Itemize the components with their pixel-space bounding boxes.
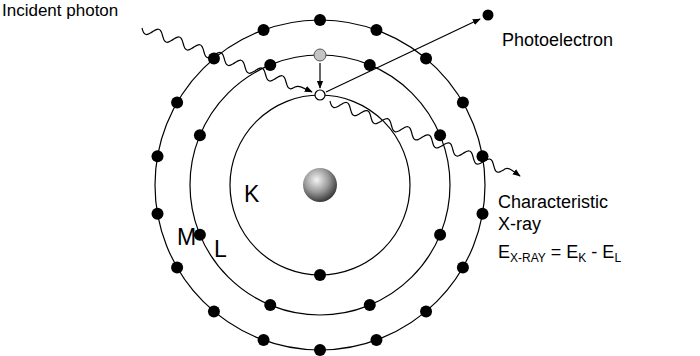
electron	[434, 229, 446, 241]
equation-term: - E	[591, 242, 614, 262]
vacancy	[315, 90, 325, 100]
l-shell	[190, 55, 450, 315]
x-ray-wave	[330, 101, 520, 176]
electron	[152, 150, 164, 162]
transition-arrow	[319, 63, 320, 88]
k-shell	[230, 95, 410, 275]
nucleus	[303, 168, 337, 202]
electron	[264, 299, 276, 311]
electron	[194, 129, 206, 141]
photoelectron-label: Photoelectron	[502, 30, 613, 52]
electron	[171, 97, 183, 109]
electron	[457, 97, 469, 109]
electron	[264, 59, 276, 71]
electron	[476, 150, 488, 162]
shell-label: K	[244, 181, 259, 209]
electron	[314, 269, 326, 281]
electron	[208, 53, 220, 65]
transition-electron	[314, 49, 326, 61]
electron	[457, 262, 469, 274]
photoelectron-dot	[483, 10, 494, 21]
electron	[258, 24, 270, 36]
electron	[171, 262, 183, 274]
electron	[370, 334, 382, 346]
electron	[434, 129, 446, 141]
electron	[314, 14, 326, 26]
electron	[476, 208, 488, 220]
equation-subscript: L	[614, 251, 621, 265]
electron	[370, 24, 382, 36]
electron	[258, 334, 270, 346]
photon-label: Incident photon	[2, 1, 118, 21]
incident-photon-wave	[142, 28, 312, 92]
electron	[208, 305, 220, 317]
photoelectron-path	[326, 19, 480, 92]
shell-label: L	[214, 236, 227, 264]
shell-label: M	[177, 224, 196, 252]
energy-equation: EX-RAY = EK - EL	[498, 242, 621, 265]
x-ray-label: Characteristic X-ray	[498, 192, 628, 235]
equation-subscript: X-RAY	[510, 251, 546, 265]
electron	[152, 208, 164, 220]
electron	[420, 305, 432, 317]
m-shell	[155, 20, 485, 350]
equation-term: E	[498, 242, 510, 262]
electron	[314, 344, 326, 356]
equation-term: = E	[551, 242, 579, 262]
electron	[364, 299, 376, 311]
equation-subscript: K	[578, 251, 586, 265]
electron	[420, 53, 432, 65]
